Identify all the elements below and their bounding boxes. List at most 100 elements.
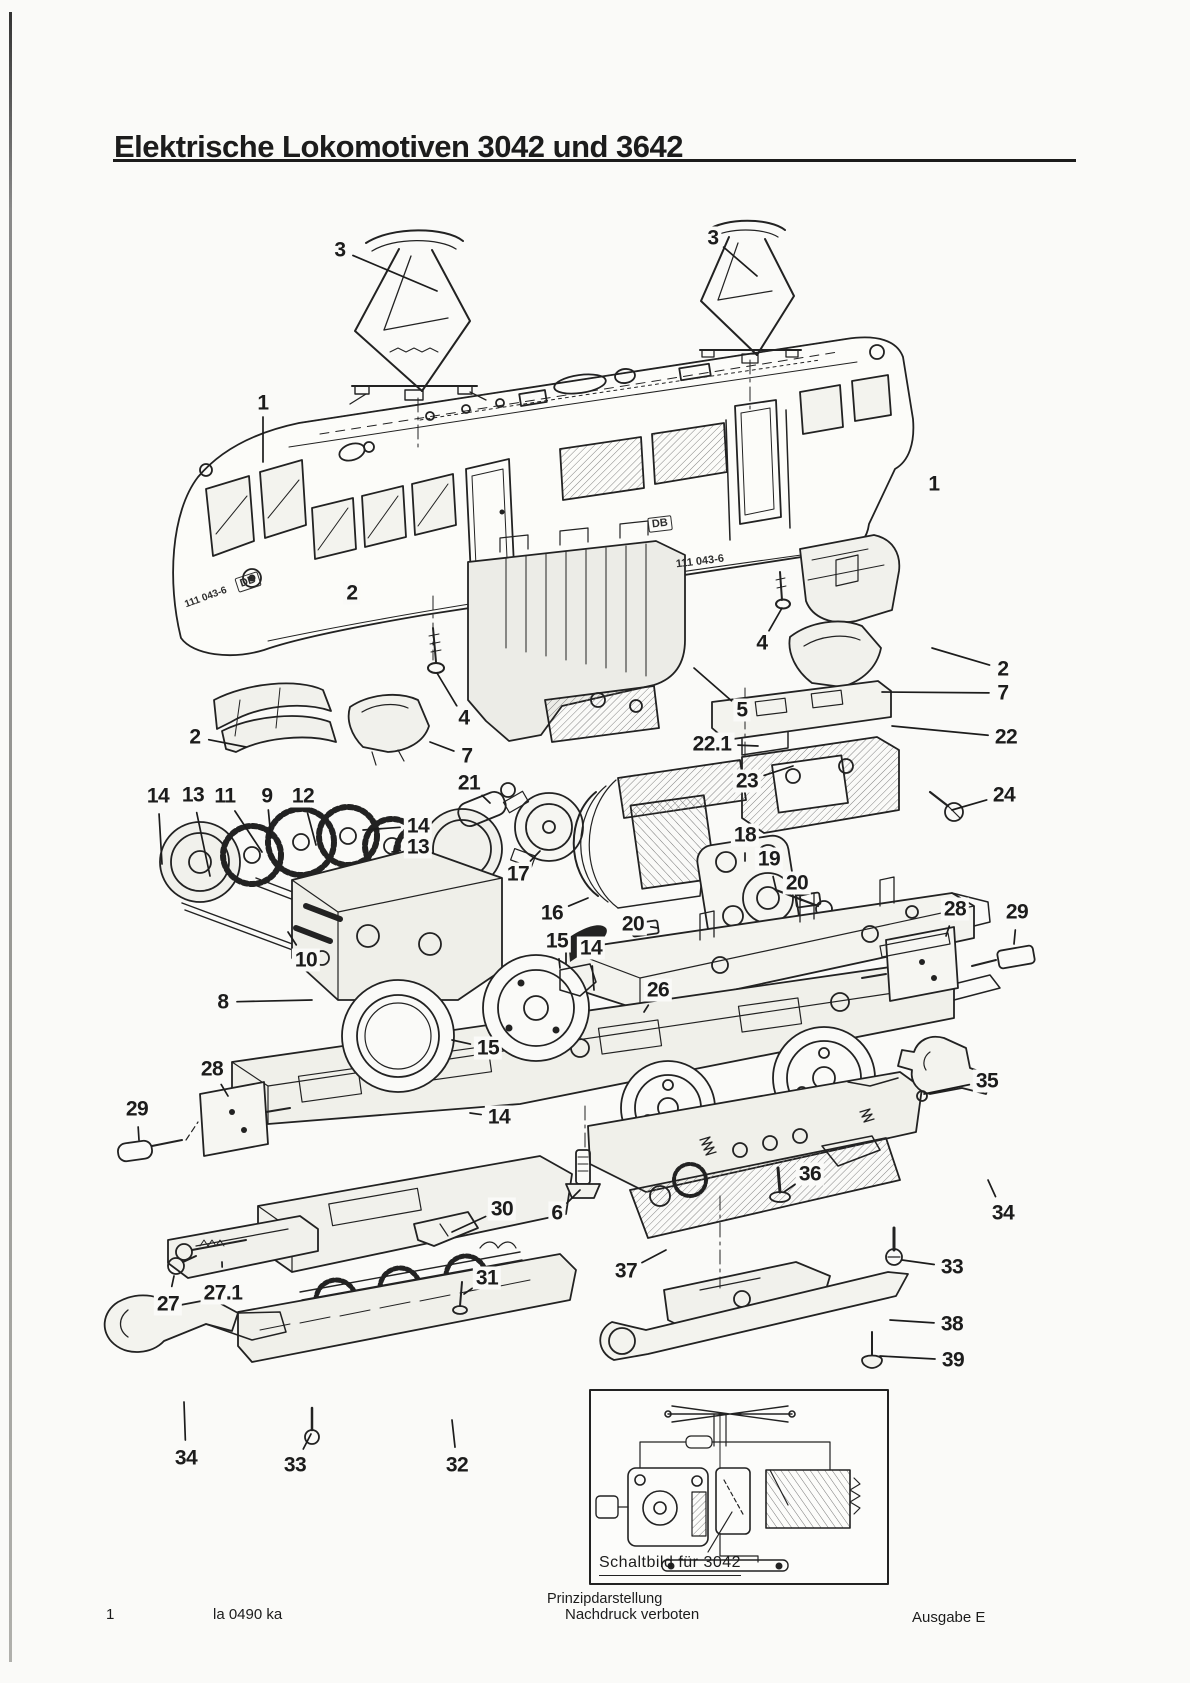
part-callout-2: 2 xyxy=(186,725,204,749)
inset-schematic-drawing xyxy=(589,1389,889,1585)
leader-line-22 xyxy=(891,725,989,737)
part-callout-22: 22 xyxy=(991,725,1021,749)
part-callout-4: 4 xyxy=(753,631,771,655)
part-callout-28: 28 xyxy=(940,897,970,921)
inset-caption: Schaltbild für 3042 xyxy=(599,1554,742,1576)
title-rule xyxy=(113,159,1076,162)
db-logo: DB xyxy=(647,515,673,533)
leader-line-34 xyxy=(987,1179,997,1198)
leader-line-3 xyxy=(722,246,758,277)
leader-line-21 xyxy=(481,794,491,804)
part-callout-15: 15 xyxy=(542,929,572,953)
footer-copyright-notice: Nachdruck verboten xyxy=(565,1606,700,1623)
holder-part7-left-drawing xyxy=(347,694,430,766)
leader-line-22.1 xyxy=(737,744,759,747)
part-callout-39: 39 xyxy=(938,1348,968,1372)
part-callout-26: 26 xyxy=(643,978,673,1002)
leader-line-7 xyxy=(881,691,990,694)
pickup-bracket-drawing xyxy=(167,1215,319,1279)
part-callout-14: 14 xyxy=(143,784,173,808)
mount-bracket-drawing xyxy=(711,680,964,834)
leader-line-14 xyxy=(362,826,401,831)
leader-line-36 xyxy=(783,1183,797,1193)
part-callout-16: 16 xyxy=(537,901,567,925)
leader-line-23 xyxy=(763,765,794,777)
pantograph-left-drawing xyxy=(349,229,487,405)
part-callout-30: 30 xyxy=(487,1197,517,1221)
leader-line-39 xyxy=(879,1355,936,1360)
leader-line-7 xyxy=(429,741,455,752)
drawbar-drawing xyxy=(599,1261,909,1361)
leader-line-33 xyxy=(901,1259,936,1266)
leader-line-14 xyxy=(591,965,595,991)
leader-line-30 xyxy=(451,1215,487,1233)
leader-line-29 xyxy=(137,1126,140,1141)
part-callout-37: 37 xyxy=(611,1259,641,1283)
leader-line-24 xyxy=(951,799,988,811)
ramp-part2-left-drawing xyxy=(213,682,337,753)
leader-line-35 xyxy=(923,1083,971,1095)
part-callout-7: 7 xyxy=(994,681,1012,705)
part-callout-8: 8 xyxy=(214,990,232,1014)
leader-line-14 xyxy=(469,1112,483,1116)
part-callout-38: 38 xyxy=(937,1312,967,1336)
part-callout-2: 2 xyxy=(994,657,1012,681)
leader-line-27 xyxy=(170,1275,175,1288)
leader-line-4 xyxy=(768,607,783,632)
gearbox-drawing xyxy=(291,847,503,1001)
brush-plate-right-drawing xyxy=(861,926,1036,1002)
coupler-right-drawing xyxy=(847,1035,993,1102)
part-callout-20: 20 xyxy=(782,871,812,895)
leader-line-15 xyxy=(558,958,561,969)
part-callout-14: 14 xyxy=(576,936,606,960)
leader-line-17 xyxy=(529,850,541,862)
part-callout-14: 14 xyxy=(403,814,433,838)
part-callout-14: 14 xyxy=(484,1105,514,1129)
leader-line-16 xyxy=(567,897,589,907)
holder-part7-right-drawing xyxy=(788,620,882,688)
bogie-right-drawing xyxy=(587,1026,923,1239)
part-callout-13: 13 xyxy=(178,783,208,807)
part-callout-22.1: 22.1 xyxy=(689,732,735,756)
part-callout-2: 2 xyxy=(343,581,361,605)
part-callout-10: 10 xyxy=(291,948,321,972)
leader-line-29 xyxy=(1013,929,1017,945)
part-callout-21: 21 xyxy=(454,771,484,795)
leader-line-2 xyxy=(931,647,991,666)
part-callout-29: 29 xyxy=(1002,900,1032,924)
coupler-left-drawing xyxy=(103,1294,287,1353)
leader-line-26 xyxy=(643,1004,650,1013)
part-callout-7: 7 xyxy=(458,744,476,768)
part-callout-31: 31 xyxy=(472,1266,502,1290)
footer-doc-code: la 0490 ka xyxy=(213,1606,283,1623)
footer-edition: Ausgabe E xyxy=(912,1609,986,1626)
bogie-left-drawing xyxy=(237,1155,577,1363)
part-callout-33: 33 xyxy=(937,1255,967,1279)
part-callout-24: 24 xyxy=(989,783,1019,807)
wheelset-drawing xyxy=(341,925,607,1093)
part-callout-32: 32 xyxy=(442,1453,472,1477)
leader-line-34 xyxy=(183,1401,187,1441)
part-callout-36: 36 xyxy=(795,1162,825,1186)
part-callout-13: 13 xyxy=(403,835,433,859)
ramp-part2-right-drawing xyxy=(799,534,901,624)
part-callout-28: 28 xyxy=(197,1057,227,1081)
part-callout-1: 1 xyxy=(925,472,943,496)
pantograph-right-drawing xyxy=(699,219,802,364)
leader-line-10 xyxy=(287,931,298,946)
part-callout-27.1: 27.1 xyxy=(200,1281,246,1305)
leader-line-11 xyxy=(234,810,263,853)
part-callout-18: 18 xyxy=(730,823,760,847)
part-callout-34: 34 xyxy=(171,1446,201,1470)
leader-line-5 xyxy=(693,667,733,702)
part-callout-15: 15 xyxy=(473,1036,503,1060)
loco-body-drawing xyxy=(172,336,915,656)
part-callout-27: 27 xyxy=(153,1292,183,1316)
part-callout-12: 12 xyxy=(288,784,318,808)
leader-lines-layer xyxy=(137,246,1017,1450)
part-callout-11: 11 xyxy=(211,784,239,808)
part-callout-17: 17 xyxy=(503,862,533,886)
leader-line-4 xyxy=(436,672,458,707)
brush-plate-left-drawing xyxy=(117,1081,291,1163)
scan-artifact-line xyxy=(9,12,12,1662)
